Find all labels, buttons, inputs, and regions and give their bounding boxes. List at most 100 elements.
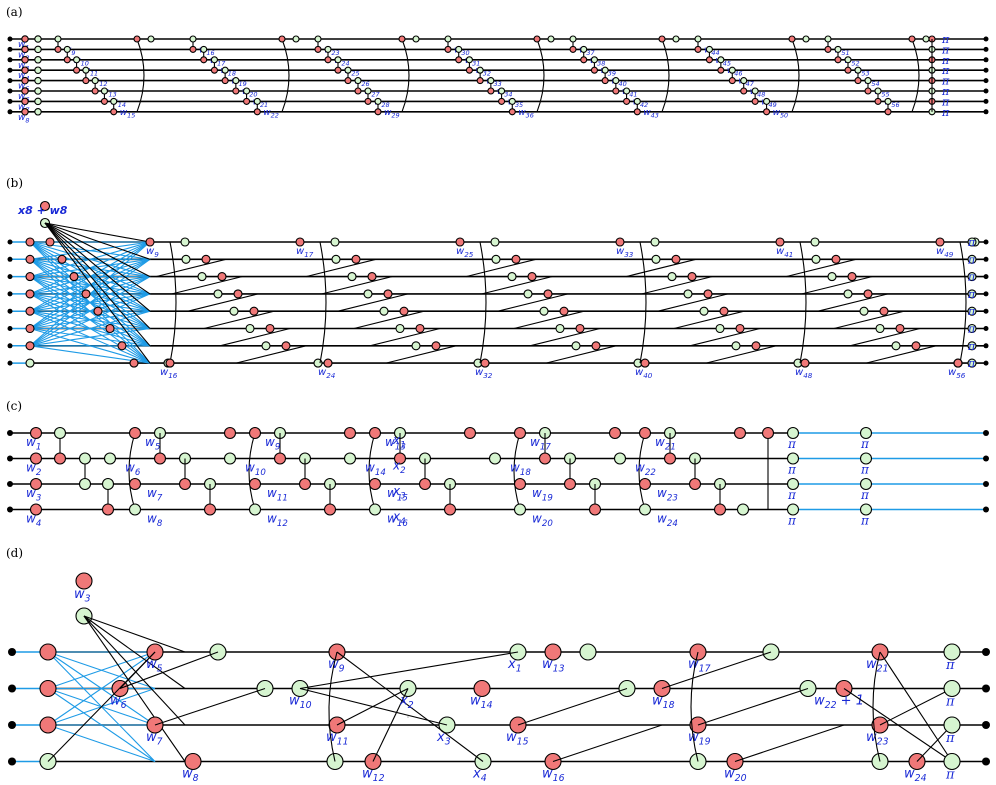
control-node xyxy=(651,254,661,264)
diag-link xyxy=(545,345,617,364)
target-node xyxy=(705,56,713,64)
param-node xyxy=(953,358,963,368)
encoding-fan-edge xyxy=(29,293,151,347)
link xyxy=(879,688,953,726)
measure-node xyxy=(786,477,800,491)
target-node xyxy=(393,452,407,465)
link xyxy=(299,687,448,726)
control-node xyxy=(508,97,516,105)
param-label: w22 + 1 xyxy=(814,694,864,712)
diag-link xyxy=(849,327,921,347)
target-node xyxy=(590,66,598,74)
param-node xyxy=(615,237,625,247)
wrap-curve xyxy=(872,651,881,762)
wrap-curve xyxy=(639,241,647,364)
target-node xyxy=(601,77,609,85)
target-node xyxy=(201,254,211,264)
stair-node xyxy=(129,358,139,368)
control-node xyxy=(395,323,405,334)
wire-start xyxy=(7,46,13,52)
target-node xyxy=(563,477,577,491)
encoding-fan-edge xyxy=(29,310,151,347)
wire-end xyxy=(983,109,989,115)
diag-link xyxy=(481,276,553,295)
wire-end xyxy=(983,360,989,366)
input-label: w4 xyxy=(26,512,41,529)
input-node xyxy=(25,323,35,334)
wire-end xyxy=(983,481,989,487)
param-label: w18 xyxy=(652,694,675,712)
output-pi-label: π xyxy=(941,85,950,98)
param-node xyxy=(640,358,650,368)
stair-node xyxy=(93,306,103,316)
diag-link xyxy=(689,327,761,347)
target-node xyxy=(54,45,62,53)
top-fan-edge xyxy=(44,222,151,243)
wrap-curve xyxy=(281,38,290,112)
control-node xyxy=(91,77,99,85)
target-node xyxy=(455,56,463,64)
param-node xyxy=(638,426,652,440)
measure-node xyxy=(859,452,873,465)
control-node xyxy=(444,35,452,43)
control-node xyxy=(197,272,207,282)
target-node xyxy=(273,452,287,465)
target-node xyxy=(178,477,192,491)
target-node xyxy=(364,97,372,105)
wire-end xyxy=(983,88,989,94)
encoding-node xyxy=(412,35,420,43)
wire-start xyxy=(7,291,13,297)
control-node xyxy=(834,45,842,53)
panel-a-label: (a) xyxy=(6,5,23,19)
param-label: w9 xyxy=(146,246,159,259)
param-node xyxy=(278,35,286,43)
input-label: w2 xyxy=(26,461,41,478)
encoding-node xyxy=(488,452,502,465)
output-pi-label: π xyxy=(787,463,797,477)
panel-c-label: (c) xyxy=(6,399,22,413)
input-encoding-node xyxy=(34,108,42,116)
encoding-node xyxy=(810,237,820,247)
control-node xyxy=(740,77,748,85)
top-fan-edge xyxy=(44,222,151,364)
input-node xyxy=(25,254,35,264)
control-node xyxy=(715,323,725,334)
top-fan-edge xyxy=(44,222,151,278)
target-node xyxy=(687,272,697,282)
measure-node xyxy=(786,426,800,440)
param-label: w15 xyxy=(120,108,136,120)
wire-start xyxy=(7,57,13,63)
encoding-fan-edge xyxy=(29,345,151,364)
link xyxy=(299,651,519,690)
wire-start xyxy=(7,88,13,94)
target-node xyxy=(82,77,90,85)
output-pi-label: π xyxy=(945,658,955,673)
target-node xyxy=(703,289,713,299)
wire-end xyxy=(983,291,989,297)
final-node xyxy=(967,323,977,334)
wrap-curve xyxy=(799,241,807,364)
diag-link xyxy=(219,327,291,347)
control-node xyxy=(824,35,832,43)
output-pi-label: π xyxy=(941,54,950,67)
target-node xyxy=(612,87,620,95)
panel-b-label: (b) xyxy=(6,176,23,190)
output-pi-label: π xyxy=(787,514,797,528)
top-param-node xyxy=(39,200,51,212)
control-node xyxy=(859,306,869,316)
diag-link xyxy=(155,258,227,278)
param-node xyxy=(248,426,262,440)
wire-start xyxy=(7,67,13,73)
input-label: w1 xyxy=(26,435,41,452)
wrap-curve xyxy=(791,38,800,112)
output-pi-label: π xyxy=(945,731,955,746)
output-pi-label: π xyxy=(941,95,950,108)
param-node xyxy=(295,237,305,247)
wire-end xyxy=(983,78,989,84)
wire-start xyxy=(8,684,16,693)
link xyxy=(697,687,809,726)
param-node xyxy=(165,358,175,368)
input-encoding-node xyxy=(34,87,42,95)
target-node xyxy=(559,306,569,316)
diag-link xyxy=(369,327,441,347)
